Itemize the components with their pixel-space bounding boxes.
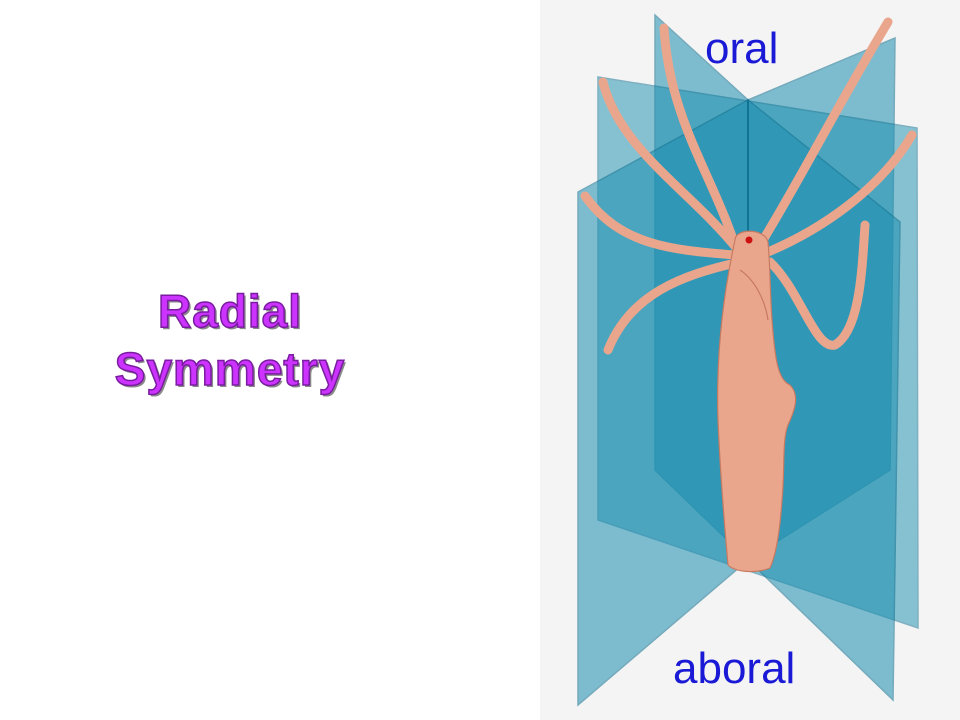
title-line-radial: Radial (157, 284, 303, 338)
tentacles (580, 17, 917, 355)
tentacle-5 (755, 17, 893, 250)
tentacle-3 (580, 191, 740, 260)
tentacle-7 (765, 220, 870, 350)
label-aboral: aboral (673, 644, 796, 693)
tentacle-1 (659, 23, 740, 250)
slide-title: Radial Symmetry (40, 282, 420, 398)
tentacle-6 (763, 130, 917, 257)
hydra-body (717, 230, 797, 573)
tentacle-2 (598, 77, 743, 255)
hydra-mouth (745, 236, 753, 244)
tentacle-4 (603, 257, 745, 355)
label-oral: oral (705, 24, 779, 73)
radial-symmetry-diagram (577, 13, 919, 707)
hydra-body-crease (739, 269, 769, 321)
title-line-symmetry: Symmetry (114, 342, 346, 396)
